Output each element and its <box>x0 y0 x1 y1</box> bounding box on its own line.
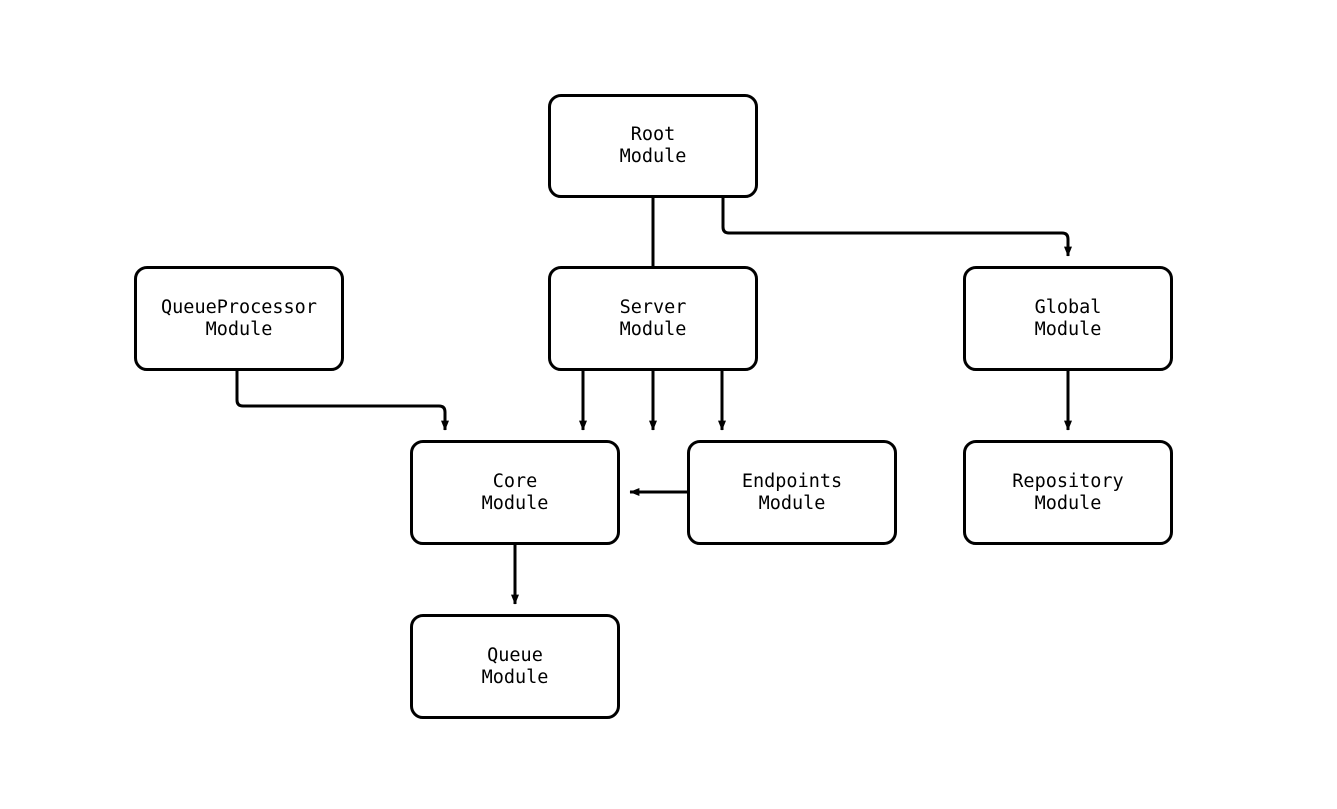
root-module-node[interactable]: Root Module <box>548 94 758 198</box>
global-module-label-line2: Module <box>1034 318 1102 340</box>
queue-module-node[interactable]: Queue Module <box>410 614 620 719</box>
repository-module-label-line1: Repository <box>1012 470 1124 492</box>
queue-module-label-line1: Queue <box>487 644 543 666</box>
edge-queueprocessor-to-core <box>235 371 449 431</box>
repository-module-node[interactable]: Repository Module <box>963 440 1173 545</box>
core-module-label-line1: Core <box>492 470 538 492</box>
server-module-label-line1: Server <box>619 296 687 318</box>
endpoints-module-label-line2: Module <box>758 492 826 514</box>
queueprocessor-module-label-line2: Module <box>205 318 273 340</box>
queue-module-label-line2: Module <box>481 666 549 688</box>
core-module-label-line2: Module <box>481 492 549 514</box>
root-module-label-line2: Module <box>619 146 687 167</box>
global-module-node[interactable]: Global Module <box>963 266 1173 371</box>
core-module-node[interactable]: Core Module <box>410 440 620 545</box>
repository-module-label-line2: Module <box>1034 492 1102 514</box>
edge-root-to-global <box>721 198 1072 257</box>
queueprocessor-module-label-line1: QueueProcessor <box>161 296 317 318</box>
queueprocessor-module-node[interactable]: QueueProcessor Module <box>134 266 344 371</box>
server-module-label-line2: Module <box>619 318 687 340</box>
root-module-label-line1: Root <box>630 124 676 145</box>
server-module-node[interactable]: Server Module <box>548 266 758 371</box>
endpoints-module-node[interactable]: Endpoints Module <box>687 440 897 545</box>
global-module-label-line1: Global <box>1034 296 1102 318</box>
endpoints-module-label-line1: Endpoints <box>741 470 843 492</box>
